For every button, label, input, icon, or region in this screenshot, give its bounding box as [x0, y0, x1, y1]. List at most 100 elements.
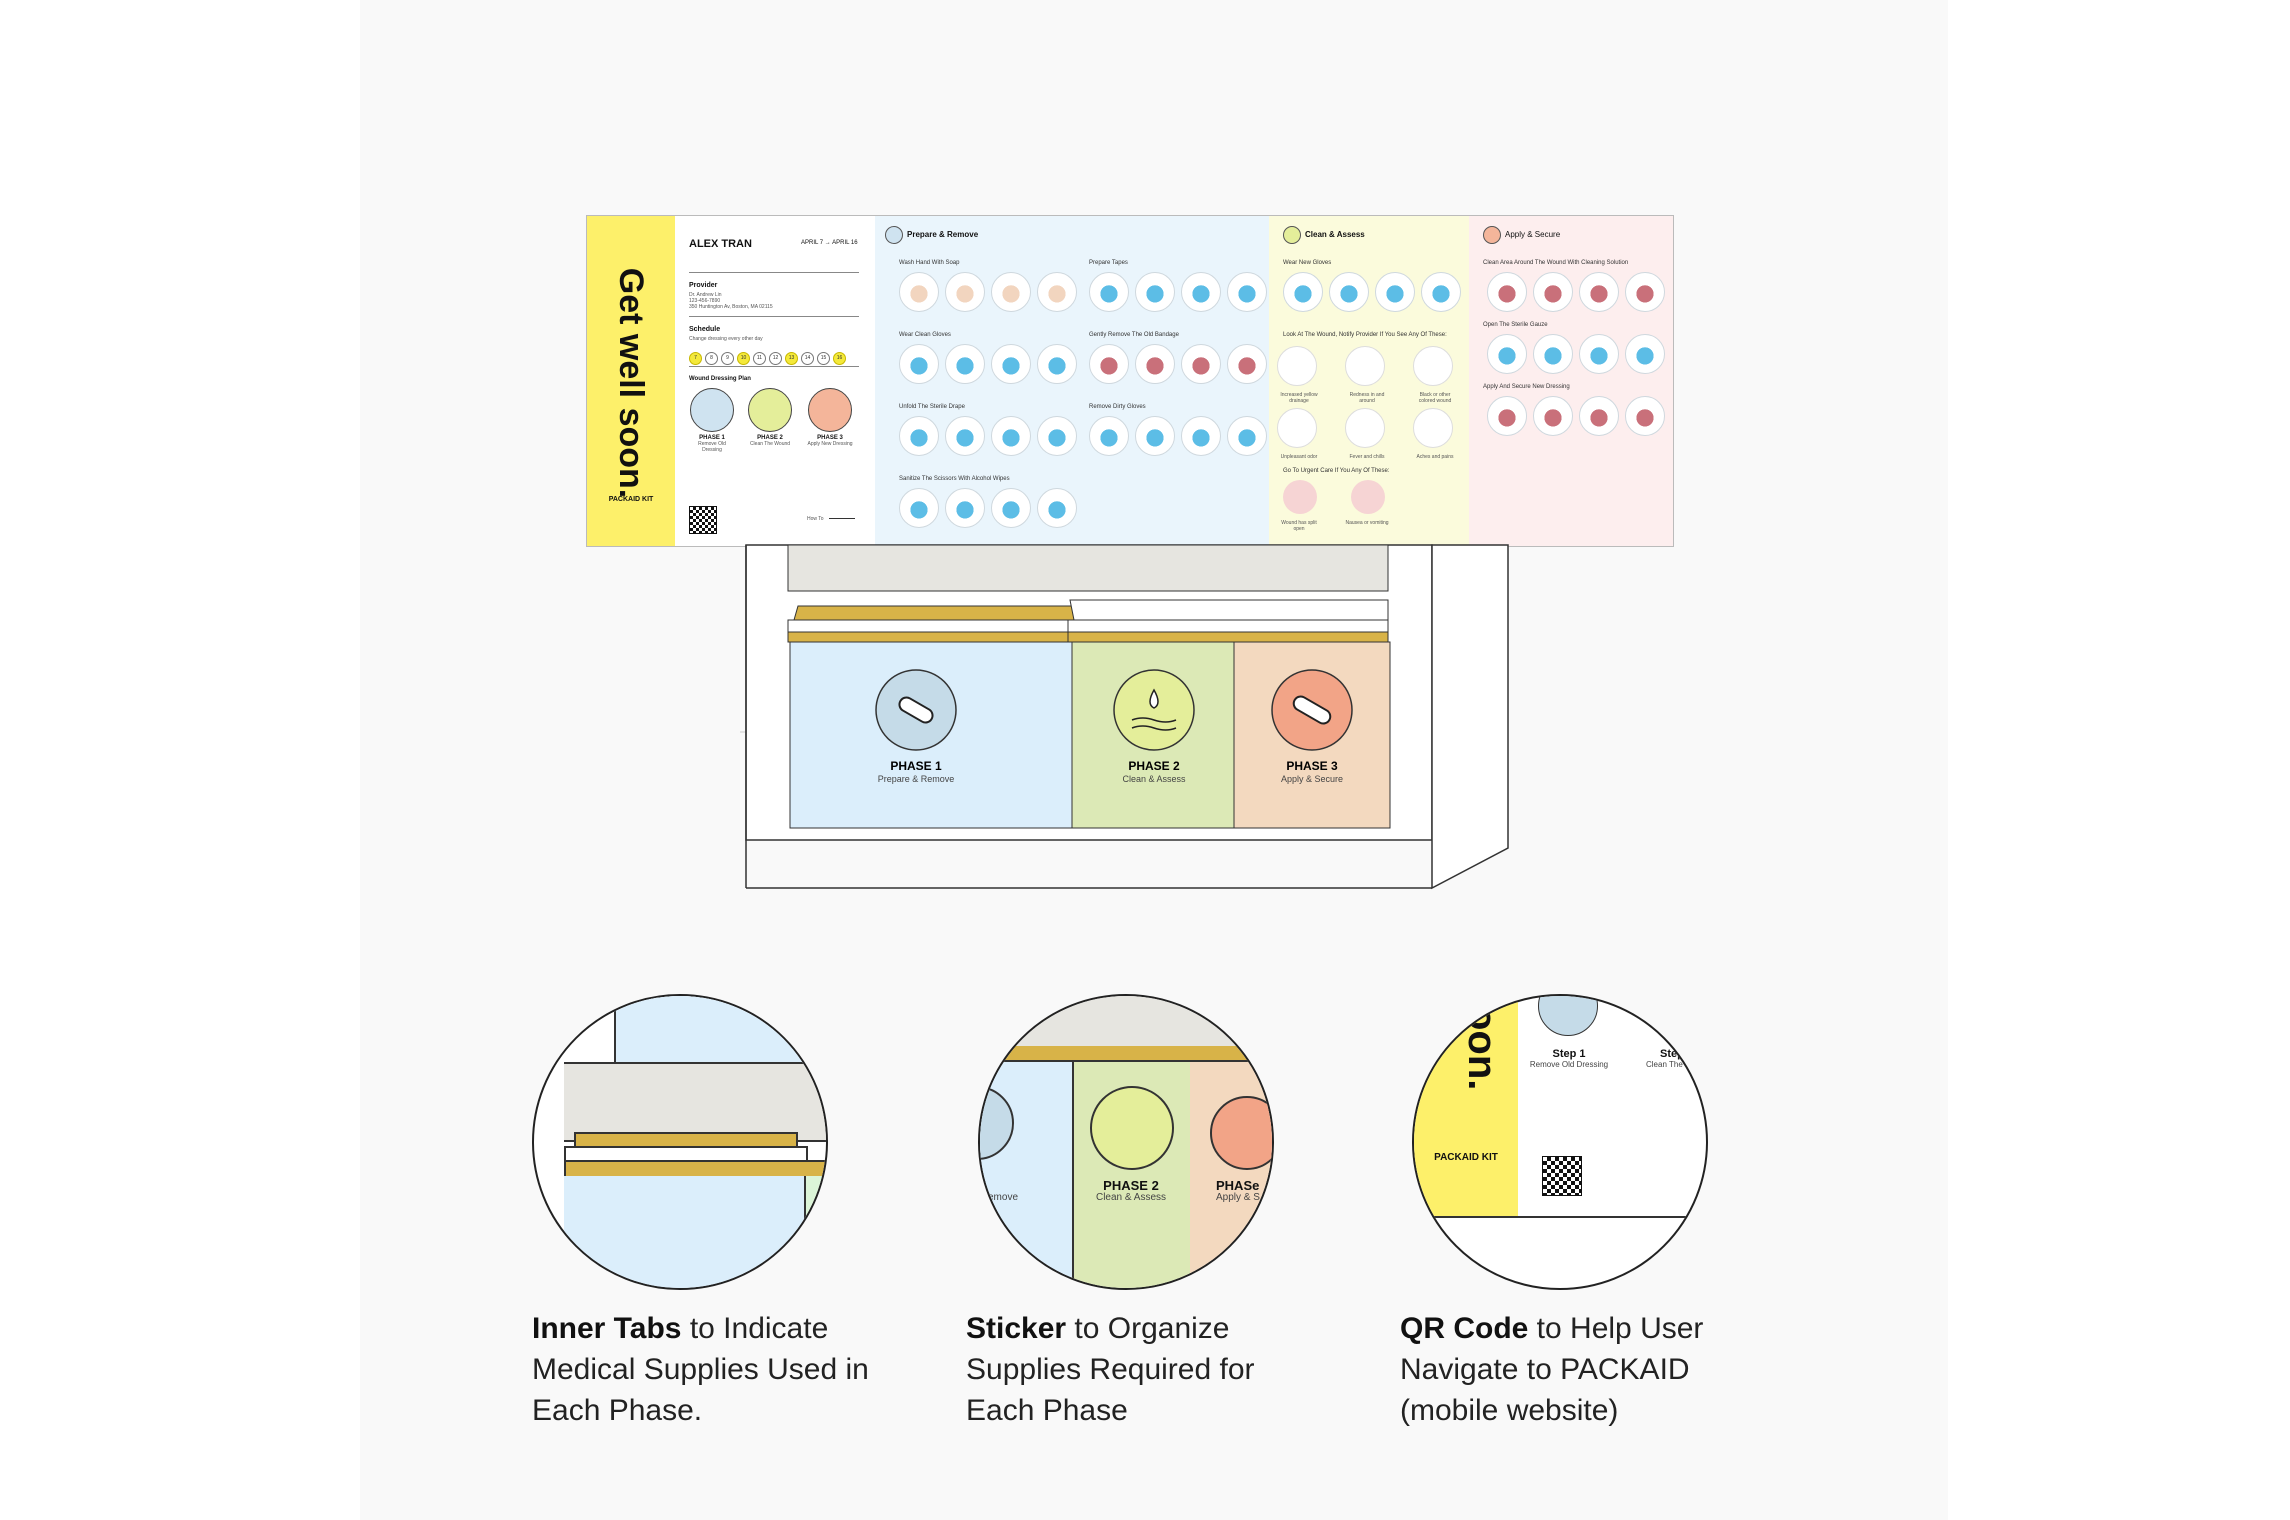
symptom-icon: [1277, 408, 1317, 448]
zoom-sticker: PHASE 2 Clean & Assess PHASe Apply & S e…: [978, 994, 1274, 1290]
hand-icon: [1329, 272, 1369, 312]
wound-split-icon: [1283, 480, 1317, 514]
sticker-title: PHASE 3: [1286, 759, 1338, 773]
zoom-phase-sub: Clean & Assess: [1095, 1192, 1167, 1203]
symptom-icon: [1277, 346, 1317, 386]
provider-line: Dr. Andrew Lin: [689, 292, 722, 298]
step-label: Apply And Secure New Dressing: [1483, 384, 1570, 390]
hand-icon: [1625, 334, 1665, 374]
schedule-day: 14: [801, 352, 814, 365]
schedule-day: 10: [737, 352, 750, 365]
sign-label: Unpleasant odor: [1280, 454, 1318, 460]
sticker-sub: Prepare & Remove: [878, 774, 955, 784]
step-label: Gently Remove The Old Bandage: [1089, 332, 1179, 338]
arrow-right-icon: [829, 518, 855, 519]
schedule-note: Change dressing every other day: [689, 336, 763, 342]
step-label: Open The Sterile Gauze: [1483, 322, 1548, 328]
hand-icon: [991, 272, 1031, 312]
sticker-title: PHASE 2: [1128, 759, 1180, 773]
hand-icon: [1089, 344, 1129, 384]
sign-label: Redness in and around: [1349, 392, 1385, 404]
sparkle-bandage-icon: [808, 388, 852, 432]
hand-icon: [991, 344, 1031, 384]
hand-icon: [1037, 488, 1077, 528]
hand-icon: [1227, 344, 1267, 384]
hand-icon: [1579, 272, 1619, 312]
step-label: Clean Area Around The Wound With Cleanin…: [1483, 260, 1629, 266]
urgent-note: Go To Urgent Care If You Any Of These:: [1283, 468, 1390, 474]
hand-icon: [1487, 272, 1527, 312]
provider-line: 123-456-7890: [689, 298, 721, 304]
hand-icon: [1135, 344, 1175, 384]
step-label: Wear New Gloves: [1283, 260, 1332, 266]
zoom-brand-fragment: oon.: [1460, 1006, 1504, 1091]
hand-icon: [1037, 272, 1077, 312]
step-label: Wear Clean Gloves: [899, 332, 951, 338]
caption-sticker: Sticker to Organize Supplies Required fo…: [966, 1312, 1255, 1427]
zoom-qr-code: oon. PACKAID KIT Step 1 Remove Old Dress…: [1412, 994, 1708, 1290]
sticker-title: PHASE 1: [890, 759, 942, 773]
nausea-icon: [1351, 480, 1385, 514]
step-label: Wash Hand With Soap: [899, 260, 960, 266]
sign-label: Black or other colored wound: [1418, 392, 1452, 404]
hand-icon: [991, 488, 1031, 528]
hand-icon: [991, 416, 1031, 456]
plan-heading: Wound Dressing Plan: [689, 376, 751, 382]
hand-icon: [1089, 272, 1129, 312]
zoom-kit-label: PACKAID KIT: [1434, 1152, 1498, 1163]
zoom-partial-sub: Apply & S: [1216, 1192, 1260, 1203]
droplet-icon: [1113, 669, 1195, 751]
schedule-day: 15: [817, 352, 830, 365]
hand-icon: [945, 344, 985, 384]
clean-icon: [1283, 226, 1301, 244]
brand-title: Get well soon.: [612, 267, 650, 499]
hand-icon: [1037, 416, 1077, 456]
step-label: Remove Dirty Gloves: [1089, 404, 1146, 410]
plan-phase-3: PHASE 3 Apply New Dressing: [805, 388, 855, 447]
zoom-phase-title: PHASE 2: [1103, 1178, 1159, 1193]
zoom-partial-left: emove: [988, 1192, 1019, 1203]
hand-icon: [1227, 416, 1267, 456]
schedule-day: 12: [769, 352, 782, 365]
plan-phase-1: PHASE 1 Remove Old Dressing: [689, 388, 735, 453]
bandage-icon: [690, 388, 734, 432]
hand-icon: [1533, 272, 1573, 312]
hand-icon: [1533, 334, 1573, 374]
date-range: APRIL 7 → APRIL 16: [801, 240, 858, 246]
caption-qr-code: QR Code to Help User Navigate to PACKAID…: [1400, 1312, 1704, 1427]
hand-icon: [1089, 416, 1129, 456]
sign-label: Fever and chills: [1349, 454, 1385, 460]
qr-code-icon: [689, 506, 717, 534]
zoom-inner-tabs: [532, 994, 828, 1290]
clean-title: Clean & Assess: [1305, 230, 1365, 239]
hand-icon: [899, 488, 939, 528]
instruction-card: Get well soon. PACKAID KIT ALEX TRAN APR…: [586, 215, 1674, 547]
schedule-day: 8: [705, 352, 718, 365]
step-label: Sanitize The Scissors With Alcohol Wipes: [899, 476, 1010, 482]
hand-icon: [899, 272, 939, 312]
schedule-day: 16: [833, 352, 846, 365]
apply-section: Apply & Secure Clean Area Around The Wou…: [1469, 216, 1673, 546]
hand-icon: [945, 488, 985, 528]
sticker-sub: Apply & Secure: [1281, 774, 1343, 784]
zoom-partial-title: PHASe: [1216, 1178, 1260, 1193]
hand-icon: [1533, 396, 1573, 436]
symptom-icon: [1345, 346, 1385, 386]
symptom-icon: [1413, 408, 1453, 448]
caption-inner-tabs: Inner Tabs to Indicate Medical Supplies …: [532, 1312, 869, 1427]
bandage-icon: [1538, 996, 1598, 1036]
hand-icon: [945, 272, 985, 312]
box-drawing: PHASE 1 Prepare & Remove PHASE 2 Clean &…: [740, 544, 1509, 890]
sign-label: Increased yellow drainage: [1280, 392, 1318, 404]
symptom-icon: [1413, 346, 1453, 386]
prepare-title: Prepare & Remove: [907, 230, 979, 239]
urgent-sign-label: Nausea or vomiting: [1345, 520, 1389, 526]
hand-icon: [1181, 344, 1221, 384]
droplet-icon: [748, 388, 792, 432]
schedule-heading: Schedule: [689, 326, 721, 333]
hand-icon: [1487, 334, 1527, 374]
how-to-label: How To: [807, 516, 824, 522]
hand-icon: [1135, 272, 1175, 312]
plan-phase-2: PHASE 2 Clean The Wound: [747, 388, 793, 447]
provider-line: 350 Huntington Av, Boston, MA 02115: [689, 304, 773, 310]
